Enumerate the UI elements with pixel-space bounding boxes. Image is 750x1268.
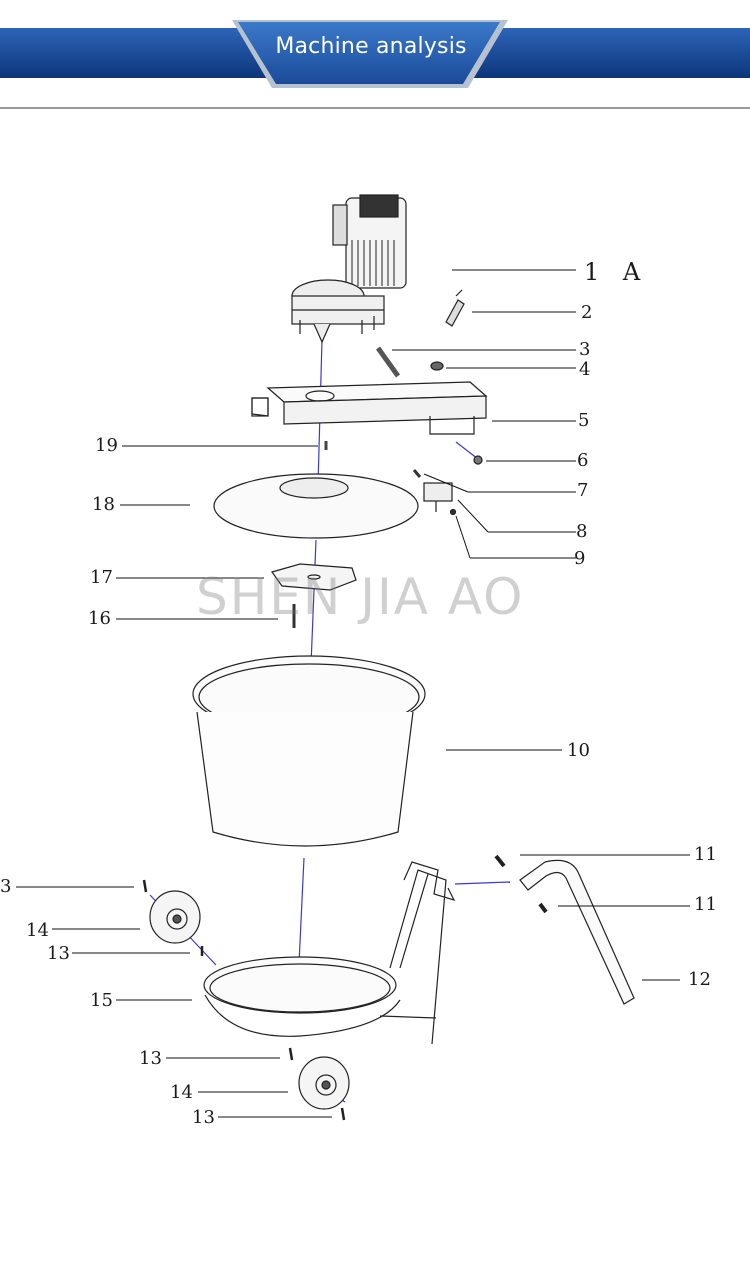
callout-16: 16 xyxy=(88,608,111,629)
callout-18: 18 xyxy=(92,494,115,515)
part-18-lid xyxy=(213,473,419,539)
part-8-clamp xyxy=(423,482,453,512)
callout-2: 2 xyxy=(581,302,593,323)
part-4-nut xyxy=(430,361,444,371)
callout-14-right: 14 xyxy=(170,1082,193,1103)
part-9-ball xyxy=(449,508,457,516)
callout-3: 3 xyxy=(579,339,591,360)
callout-12: 12 xyxy=(688,969,711,990)
part-14-wheel-right xyxy=(298,1056,350,1110)
exploded-diagram: SHEN JIA AO 1 A 2 3 4 5 6 7 8 9 10 11 11… xyxy=(0,110,750,1264)
callout-8: 8 xyxy=(576,521,588,542)
part-17-plate xyxy=(271,563,357,591)
part-2-plug xyxy=(445,289,465,327)
callout-5: 5 xyxy=(578,410,590,431)
callout-6: 6 xyxy=(577,450,589,471)
part-5-bracket xyxy=(251,381,488,435)
parts-drawing xyxy=(16,194,690,1121)
callout-11-upper: 11 xyxy=(694,844,717,865)
header-banner: Machine analysis xyxy=(0,0,750,110)
banner-graphic xyxy=(0,20,750,109)
part-7-screw xyxy=(412,469,422,478)
part-15-frame xyxy=(203,861,456,1045)
part-6-washer xyxy=(473,455,483,465)
callout-13-mid: 13 xyxy=(139,1048,162,1069)
callout-13-partial: 3 xyxy=(0,876,12,897)
part-14-wheel-left xyxy=(149,890,201,944)
callout-17: 17 xyxy=(90,567,113,588)
page-title: Machine analysis xyxy=(275,34,467,59)
part-3-rod xyxy=(375,346,401,378)
part-11-screws xyxy=(494,854,548,914)
callout-13-bottom: 13 xyxy=(192,1107,215,1128)
callout-7: 7 xyxy=(577,480,589,501)
callout-11-lower: 11 xyxy=(694,894,717,915)
callout-9: 9 xyxy=(574,548,586,569)
callout-1: 1 A xyxy=(584,258,649,286)
callout-14-left: 14 xyxy=(26,920,49,941)
leader-lines xyxy=(16,269,690,1118)
part-12-handle xyxy=(519,859,635,1005)
callout-4: 4 xyxy=(579,359,591,380)
part-13-screws xyxy=(142,879,346,1121)
callout-19: 19 xyxy=(95,435,118,456)
callout-13-left: 13 xyxy=(47,943,70,964)
part-10-bowl xyxy=(192,655,426,847)
callout-10: 10 xyxy=(567,740,590,761)
callout-15: 15 xyxy=(90,990,113,1011)
watermark-text: SHEN JIA AO xyxy=(196,568,525,626)
motor-assembly xyxy=(291,194,407,344)
